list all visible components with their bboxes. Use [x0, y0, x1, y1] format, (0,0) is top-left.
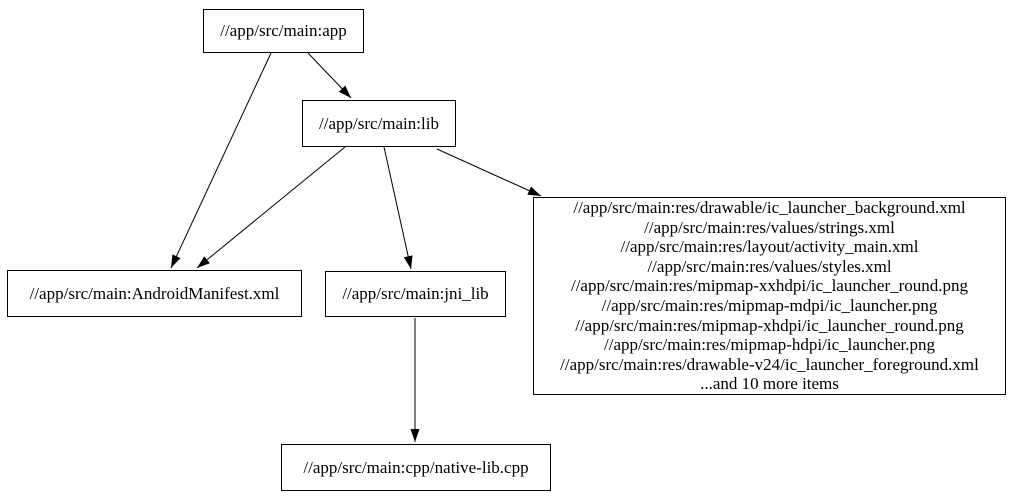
res-item: //app/src/main:res/drawable/ic_launcher_… — [573, 198, 966, 218]
res-item: //app/src/main:res/values/styles.xml — [647, 256, 892, 276]
res-item: //app/src/main:res/drawable-v24/ic_launc… — [560, 354, 979, 374]
node-lib-label: //app/src/main:lib — [319, 113, 439, 133]
edge-app-to-manifest — [170, 52, 272, 269]
edge-lib-to-res-group — [436, 148, 542, 197]
edge-lib-to-jni-lib — [383, 146, 413, 270]
res-item: //app/src/main:res/values/strings.xml — [644, 217, 895, 237]
node-lib: //app/src/main:lib — [302, 100, 456, 147]
res-item: //app/src/main:res/mipmap-xhdpi/ic_launc… — [575, 315, 964, 335]
node-jni-lib-label: //app/src/main:jni_lib — [342, 284, 489, 303]
node-native-lib-cpp: //app/src/main:cpp/native-lib.cpp — [281, 444, 551, 491]
node-native-lib-cpp-label: //app/src/main:cpp/native-lib.cpp — [303, 457, 529, 477]
edge-lib-to-manifest — [196, 146, 346, 269]
node-app-label: //app/src/main:app — [220, 21, 347, 40]
node-app: //app/src/main:app — [203, 9, 364, 53]
res-more-items: ...and 10 more items — [700, 374, 839, 394]
node-res-group: //app/src/main:res/drawable/ic_launcher_… — [533, 197, 1006, 395]
res-item: //app/src/main:res/mipmap-xxhdpi/ic_laun… — [570, 276, 969, 296]
node-android-manifest-label: //app/src/main:AndroidManifest.xml — [29, 283, 280, 303]
res-item: //app/src/main:res/mipmap-hdpi/ic_launch… — [604, 335, 935, 355]
node-jni-lib: //app/src/main:jni_lib — [325, 271, 506, 317]
edge-app-to-lib — [307, 52, 352, 99]
node-android-manifest: //app/src/main:AndroidManifest.xml — [7, 270, 302, 317]
res-item: //app/src/main:res/mipmap-mdpi/ic_launch… — [601, 296, 938, 315]
res-item: //app/src/main:res/layout/activity_main.… — [620, 237, 919, 257]
